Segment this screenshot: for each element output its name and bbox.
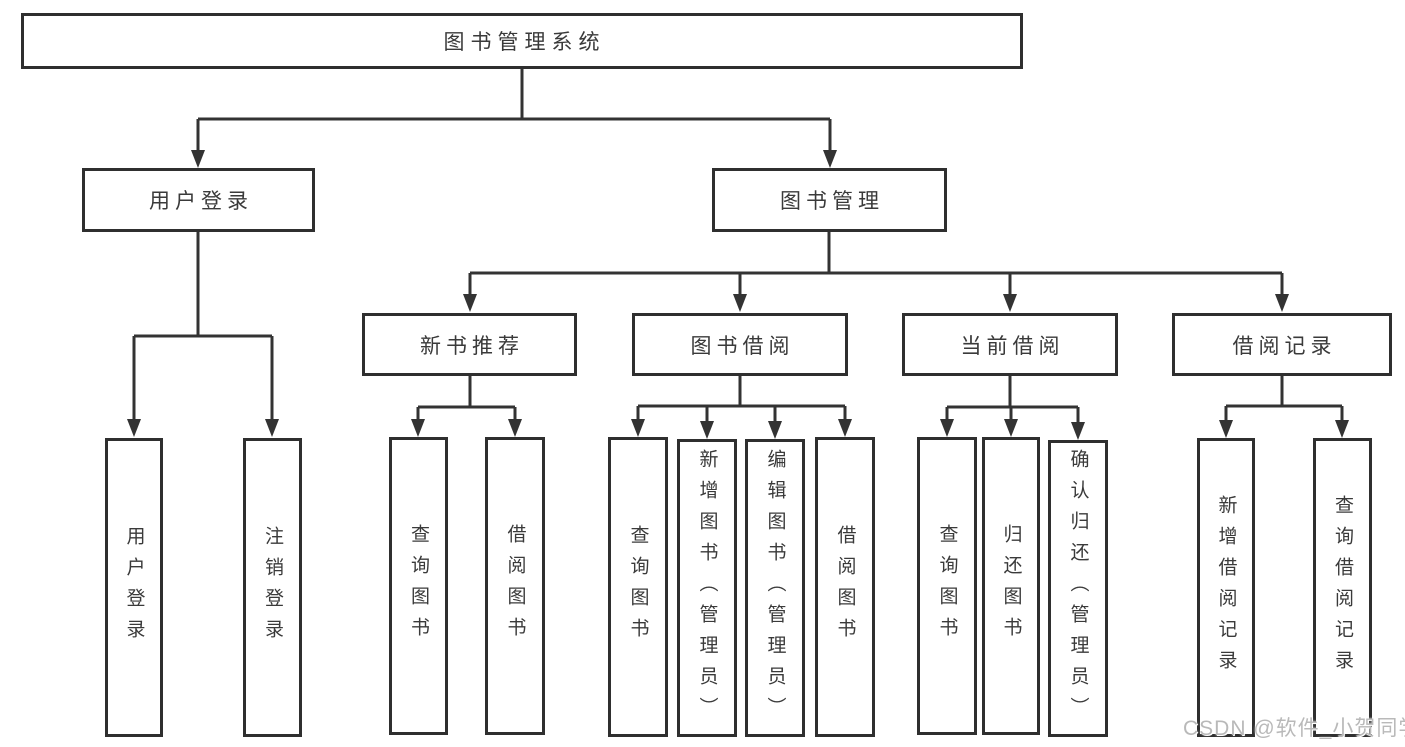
node-book-management: 图书管理 <box>712 168 947 232</box>
arrowhead-down-icon <box>127 419 141 437</box>
connector-book-borrowing-to-children <box>636 376 847 423</box>
arrowhead-down-icon <box>265 419 279 437</box>
node-leaf-add-books-admin: 新增图书（管理员） <box>677 439 737 737</box>
connector-book-mgmt-to-sections <box>468 232 1284 296</box>
node-leaf-user-login: 用户登录 <box>105 438 163 737</box>
leaf-label: 查询图书 <box>408 524 429 648</box>
arrowhead-down-icon <box>508 419 522 437</box>
connector-lines <box>132 67 1344 424</box>
arrowhead-down-icon <box>768 421 782 439</box>
node-leaf-query-borrow-record: 查询借阅记录 <box>1313 438 1372 737</box>
leaf-label: 借阅图书 <box>504 524 526 648</box>
leaf-label: 查询借阅记录 <box>1332 494 1353 681</box>
leaf-label: 借阅图书 <box>834 525 856 649</box>
arrowhead-down-icon <box>1004 419 1018 437</box>
connector-borrow-records-to-children <box>1224 376 1344 421</box>
connector-new-book-recommend-to-children <box>416 376 517 421</box>
arrowhead-down-icon <box>1071 422 1085 440</box>
node-user-login: 用户登录 <box>82 168 315 232</box>
csdn-watermark: CSDN @软件_小贺同学 <box>1183 717 1405 740</box>
node-leaf-query-books-2: 查询图书 <box>608 437 668 737</box>
arrowhead-down-icon <box>1219 420 1233 438</box>
arrowhead-down-icon <box>411 419 425 437</box>
leaf-label: 注销登录 <box>262 525 283 650</box>
arrowheads <box>127 150 1349 440</box>
leaf-label: 归还图书 <box>1000 524 1022 648</box>
arrowhead-down-icon <box>940 419 954 437</box>
leaf-label: 编辑图书（管理员） <box>764 448 786 728</box>
node-leaf-edit-books-admin: 编辑图书（管理员） <box>745 439 805 737</box>
connector-current-borrowing-to-children <box>945 376 1080 424</box>
arrowhead-down-icon <box>463 294 477 312</box>
leaf-label: 查询图书 <box>627 525 649 649</box>
arrowhead-down-icon <box>191 150 205 168</box>
node-leaf-query-books-3: 查询图书 <box>917 437 977 735</box>
node-root-system: 图书管理系统 <box>21 13 1023 69</box>
node-new-book-recommend: 新书推荐 <box>362 313 577 376</box>
leaf-label: 新增图书（管理员） <box>696 448 718 728</box>
arrowhead-down-icon <box>631 419 645 437</box>
node-leaf-borrow-books-1: 借阅图书 <box>485 437 545 735</box>
node-current-borrowing: 当前借阅 <box>902 313 1118 376</box>
arrowhead-down-icon <box>823 150 837 168</box>
node-book-borrowing: 图书借阅 <box>632 313 848 376</box>
node-leaf-return-books: 归还图书 <box>982 437 1040 735</box>
leaf-label: 查询图书 <box>936 524 958 648</box>
arrowhead-down-icon <box>700 421 714 439</box>
node-leaf-query-books-1: 查询图书 <box>389 437 448 735</box>
arrowhead-down-icon <box>733 294 747 312</box>
node-leaf-add-borrow-record: 新增借阅记录 <box>1197 438 1255 737</box>
leaf-label: 用户登录 <box>123 525 145 650</box>
connector-user-login-to-children <box>132 232 274 420</box>
arrowhead-down-icon <box>1003 294 1017 312</box>
leaf-label: 确认归还（管理员） <box>1067 449 1089 728</box>
arrowhead-down-icon <box>838 419 852 437</box>
node-leaf-borrow-books-2: 借阅图书 <box>815 437 875 737</box>
arrowhead-down-icon <box>1335 420 1349 438</box>
node-borrow-records: 借阅记录 <box>1172 313 1392 376</box>
connector-root-to-level2 <box>196 67 832 152</box>
arrowhead-down-icon <box>1275 294 1289 312</box>
node-leaf-confirm-return-admin: 确认归还（管理员） <box>1048 440 1108 737</box>
leaf-label: 新增借阅记录 <box>1215 494 1237 681</box>
node-leaf-logout: 注销登录 <box>243 438 302 737</box>
